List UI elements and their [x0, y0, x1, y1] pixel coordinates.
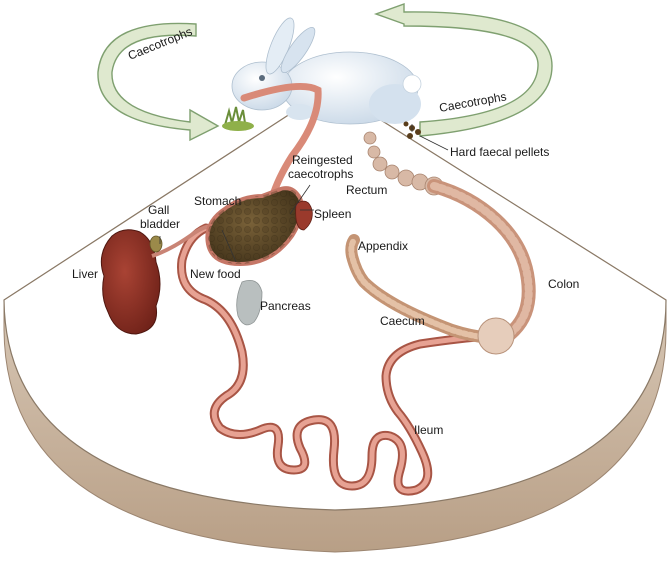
label-stomach: Stomach [194, 194, 241, 208]
rabbit-illustration [222, 17, 422, 131]
spleen [295, 200, 313, 231]
stomach-texture [207, 188, 302, 264]
leader-lines [159, 124, 449, 263]
diagram-base [3, 87, 667, 553]
label-new-food: New food [190, 267, 241, 281]
label-liver: Liver [72, 267, 98, 281]
caecotroph-cycle-arrow-right [373, 3, 553, 137]
label-appendix: Appendix [358, 239, 408, 253]
label-reingested-line1: Reingested [292, 153, 353, 167]
label-spleen: Spleen [314, 207, 351, 221]
bile-duct [151, 224, 211, 258]
label-reingested-line2: caecotrophs [288, 167, 353, 181]
label-hard-faecal-pellets: Hard faecal pellets [450, 145, 549, 159]
label-colon: Colon [548, 277, 579, 291]
label-rectum: Rectum [346, 183, 387, 197]
gall-bladder [149, 235, 163, 253]
label-caecum: Caecum [380, 314, 425, 328]
oesophagus [240, 82, 322, 202]
label-gall-line2: bladder [140, 217, 180, 231]
hard-faecal-pellets [403, 121, 421, 139]
sacculus-rotundus [477, 317, 515, 355]
label-ileum: Ileum [414, 423, 443, 437]
caecotroph-cycle-arrow-left [97, 22, 220, 142]
label-pancreas: Pancreas [260, 299, 311, 313]
pancreas [236, 279, 263, 326]
label-gall-line1: Gall [148, 203, 169, 217]
liver [100, 229, 161, 335]
